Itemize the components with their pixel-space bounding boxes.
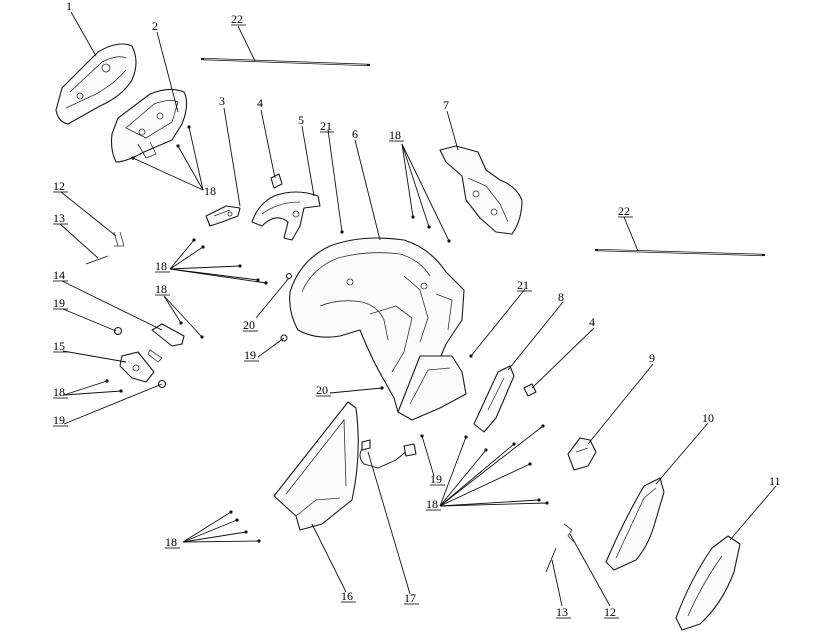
callout-3: 3 xyxy=(219,94,225,108)
callout-2: 2 xyxy=(152,19,158,33)
callout-18-low-right: 18 xyxy=(426,497,438,511)
callout-19-a: 19 xyxy=(53,296,65,310)
callout-19-d: 19 xyxy=(430,472,442,486)
part-12-spring-left xyxy=(113,231,125,247)
part-9-latch xyxy=(567,437,597,471)
callout-18-low-center: 18 xyxy=(165,535,177,549)
part-2-inner-frame xyxy=(110,88,188,163)
part-4-clip-left xyxy=(270,173,283,189)
part-8-narrow-bracket xyxy=(473,365,515,433)
part-11-end-cover xyxy=(675,535,741,631)
part-16-lower-panel xyxy=(273,401,359,531)
callout-20-left: 20 xyxy=(243,318,255,332)
part-13-pin-right xyxy=(545,547,557,573)
callout-20-lower: 20 xyxy=(316,383,328,397)
part-12-spring-right xyxy=(563,523,575,543)
callout-19-c: 19 xyxy=(53,413,65,427)
part-1-cover-panel xyxy=(55,43,137,125)
part-19-nut-a xyxy=(113,326,123,336)
part-22-rod-right xyxy=(594,248,766,257)
part-5-curved-bracket xyxy=(251,191,321,241)
callout-12-right: 12 xyxy=(604,605,616,619)
callout-5: 5 xyxy=(298,113,304,127)
part-14-lever xyxy=(147,323,185,363)
callout-11: 11 xyxy=(769,474,781,488)
callout-4-right: 4 xyxy=(589,315,595,329)
callout-15: 15 xyxy=(53,339,65,353)
callout-16: 16 xyxy=(341,589,353,603)
leader-lines xyxy=(59,11,777,607)
callout-18-upper-left: 18 xyxy=(204,184,216,198)
callout-4-left: 4 xyxy=(257,96,263,110)
part-3-bracket xyxy=(205,205,241,227)
callout-labels: 1 2 22 3 4 5 21 6 18 7 22 18 12 13 18 20… xyxy=(53,0,781,619)
callout-1: 1 xyxy=(66,0,72,13)
part-22-rod-top xyxy=(200,57,371,67)
part-21-side-strip xyxy=(397,355,467,421)
part-10-right-panel xyxy=(605,477,665,571)
callout-6: 6 xyxy=(352,127,358,141)
callout-18-top: 18 xyxy=(389,128,401,142)
callout-21-lower: 21 xyxy=(517,278,529,292)
part-17-cable xyxy=(359,439,417,469)
callout-19-b: 19 xyxy=(244,348,256,362)
callout-22-top: 22 xyxy=(231,12,243,26)
callout-12-left: 12 xyxy=(53,179,65,193)
callout-13-right: 13 xyxy=(556,605,568,619)
part-13-pin-left xyxy=(85,255,109,265)
callout-22-right: 22 xyxy=(618,204,630,218)
callout-8: 8 xyxy=(558,290,564,304)
callout-13-left: 13 xyxy=(53,211,65,225)
callout-10: 10 xyxy=(702,411,714,425)
callout-9: 9 xyxy=(649,351,655,365)
callout-7: 7 xyxy=(443,98,449,112)
part-7-bracket-assembly xyxy=(439,145,523,235)
callout-21-top: 21 xyxy=(320,119,332,133)
part-20-screw-a xyxy=(285,272,293,280)
callout-18-near-14: 18 xyxy=(155,282,167,296)
callout-18-low-left: 18 xyxy=(53,385,65,399)
callout-18-mid-left: 18 xyxy=(155,259,167,273)
callout-14: 14 xyxy=(53,268,65,282)
callout-17: 17 xyxy=(404,591,416,605)
part-15-plate xyxy=(119,351,155,383)
